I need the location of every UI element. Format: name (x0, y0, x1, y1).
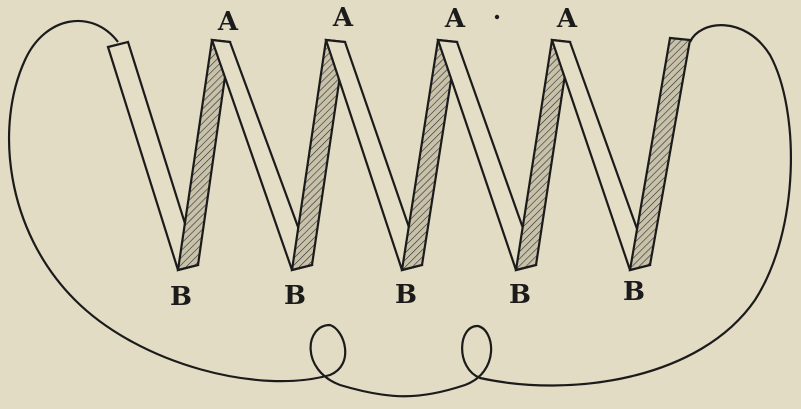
junction-label-bottom-5: B (623, 277, 645, 307)
junction-label-bottom-4: B (509, 280, 531, 310)
strip-hatched-5 (628, 36, 692, 272)
junction-label-top-4: A (556, 4, 578, 34)
junction-label-bottom-2: B (284, 281, 306, 311)
junction-label-top-2: A (332, 3, 354, 33)
ink-dot (494, 14, 500, 20)
junction-label-bottom-1: B (170, 282, 192, 312)
junction-label-top-1: A (217, 7, 239, 37)
junction-label-top-3: A (444, 4, 466, 34)
strip-hatched-4 (514, 38, 572, 272)
strip-hatched-1 (176, 38, 232, 272)
connecting-wire (7, 19, 792, 398)
junction-label-bottom-3: B (395, 280, 417, 310)
